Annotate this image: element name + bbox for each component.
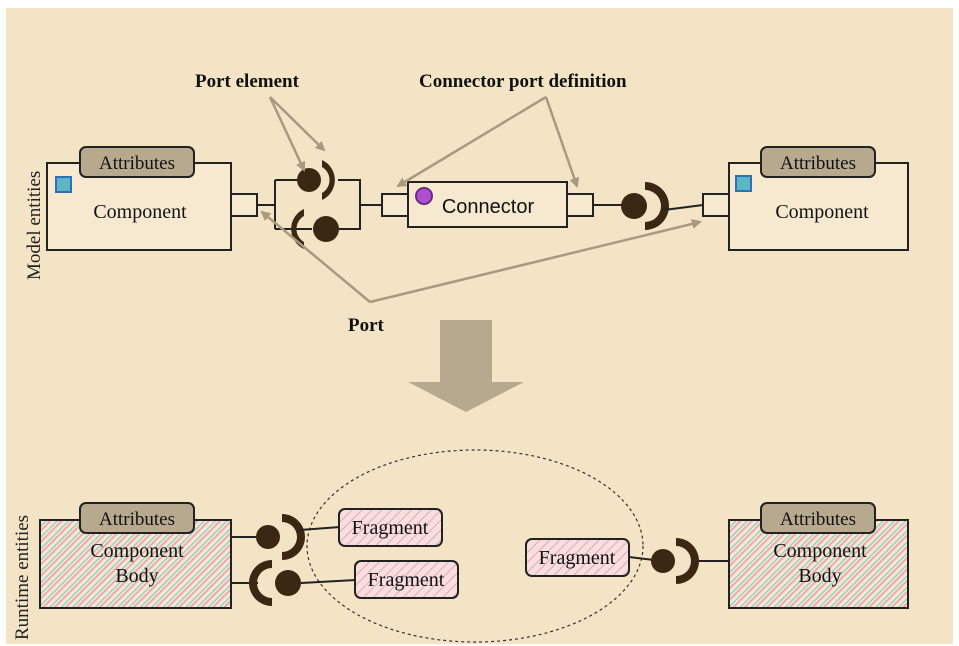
- port-element-socket-ball-runtime-lower: [249, 560, 301, 606]
- attributes-label: Attributes: [99, 153, 175, 174]
- connector-label: Connector: [442, 196, 535, 218]
- component-body-label-line1: Component: [773, 540, 867, 562]
- port-box: [702, 193, 730, 217]
- component-body-label-line2: Body: [115, 565, 158, 587]
- attributes-label: Attributes: [780, 509, 856, 530]
- connector-port-box: [566, 193, 594, 217]
- port-element-ball-socket-runtime-upper: [256, 514, 305, 560]
- attribute-marker-icon: [55, 176, 72, 193]
- fragment-label: Fragment: [368, 569, 445, 591]
- component-body-label-line2: Body: [798, 565, 841, 587]
- port-callout: Port: [348, 315, 385, 336]
- model-right-component: Attributes Component: [702, 146, 909, 251]
- model-entities-label: Model entities: [24, 171, 45, 280]
- port-element-ball-socket-runtime-right: [651, 538, 699, 584]
- wire: [628, 556, 655, 561]
- runtime-fragment-group: [306, 449, 644, 643]
- wire: [257, 179, 312, 230]
- attributes-label: Attributes: [99, 509, 175, 530]
- attribute-marker-icon: [735, 175, 752, 192]
- attributes-box: [79, 146, 195, 178]
- connector-port-box: [381, 193, 409, 217]
- port-element-ball-socket-upper: [297, 160, 335, 200]
- wire: [338, 179, 382, 230]
- port-element-ball-socket-right: [621, 182, 669, 230]
- attributes-box: [79, 502, 195, 534]
- model-connector: Connector: [381, 181, 594, 228]
- model-left-component: Attributes Component: [46, 146, 258, 251]
- callout-arrows: [260, 95, 702, 304]
- connector-marker-icon: [415, 187, 433, 205]
- attributes-label: Attributes: [780, 153, 856, 174]
- fragment-2: Fragment: [354, 560, 459, 599]
- component-label: Component: [93, 201, 187, 223]
- transformation-arrow-icon: [408, 320, 524, 412]
- wire: [299, 526, 357, 584]
- runtime-left-component: Attributes Component Body: [39, 502, 232, 609]
- fragment-3: Fragment: [525, 538, 630, 577]
- fragment-1: Fragment: [338, 508, 443, 547]
- component-label: Component: [775, 201, 869, 223]
- port-box: [230, 193, 258, 217]
- wire: [663, 204, 704, 211]
- port-element-callout: Port element: [195, 71, 300, 92]
- fragment-label: Fragment: [539, 547, 616, 569]
- attributes-box: [760, 502, 876, 534]
- connector-port-definition-callout: Connector port definition: [419, 71, 627, 92]
- component-body-label-line1: Component: [90, 540, 184, 562]
- runtime-entities-label: Runtime entities: [12, 515, 33, 640]
- attributes-box: [760, 146, 876, 178]
- fragment-label: Fragment: [352, 517, 429, 539]
- runtime-right-component: Attributes Component Body: [728, 502, 909, 609]
